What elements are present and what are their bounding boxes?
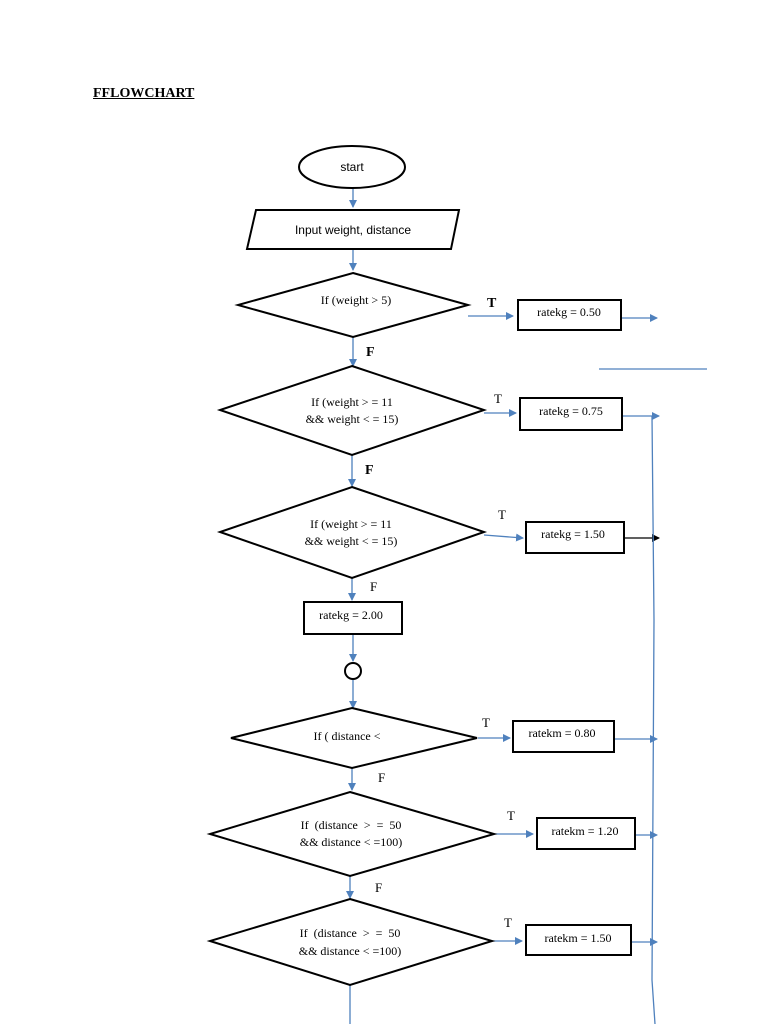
process-ratekm-120 xyxy=(536,817,636,850)
process-ratekg-150-label: ratekg = 1.50 xyxy=(541,527,605,541)
false-label-3: F xyxy=(370,579,377,594)
decision-4-text: If ( distance < xyxy=(313,729,380,743)
true-label-3: T xyxy=(498,507,506,522)
input-label: Input weight, distance xyxy=(295,223,411,237)
decision-2-line2: && weight < = 15) xyxy=(306,412,399,426)
true-label-2: T xyxy=(494,391,502,406)
input-parallelogram xyxy=(245,209,461,250)
decision-1-diamond xyxy=(234,271,472,339)
true-label-6: T xyxy=(504,915,512,930)
flow-connectors xyxy=(346,188,707,1024)
false-label-4: F xyxy=(378,770,385,785)
start-label: start xyxy=(340,160,364,174)
decision-5-line2: && distance < =100) xyxy=(300,835,403,849)
process-ratekm-080-label: ratekm = 0.80 xyxy=(528,726,595,740)
process-ratekm-080 xyxy=(512,720,615,753)
process-ratekm-150-label: ratekm = 1.50 xyxy=(544,931,611,945)
true-label-1: T xyxy=(487,296,497,311)
false-label-5: F xyxy=(375,880,382,895)
decision-6-diamond xyxy=(206,897,496,987)
process-ratekg-050-label: ratekg = 0.50 xyxy=(537,305,601,319)
decision-6-line1: If (distance > = 50 xyxy=(300,926,401,940)
decision-5-diamond xyxy=(206,790,498,878)
process-ratekm-120-label: ratekm = 1.20 xyxy=(551,824,618,838)
true-label-5: T xyxy=(507,808,515,823)
process-ratekg-075 xyxy=(519,397,623,431)
process-ratekg-075-label: ratekg = 0.75 xyxy=(539,404,603,418)
decision-2-line1: If (weight > = 11 xyxy=(311,395,393,409)
decision-2-diamond xyxy=(216,364,488,457)
process-ratekg-200-label: ratekg = 2.00 xyxy=(319,608,383,622)
decision-3-diamond xyxy=(216,485,488,580)
connector-circle xyxy=(344,662,362,680)
true-label-4: T xyxy=(482,715,490,730)
decision-6-line2: && distance < =100) xyxy=(299,944,402,958)
process-ratekg-150 xyxy=(525,521,625,554)
start-terminal xyxy=(298,145,406,189)
decision-1-text: If (weight > 5) xyxy=(321,293,391,307)
decision-3-line1: If (weight > = 11 xyxy=(310,517,392,531)
decision-5-line1: If (distance > = 50 xyxy=(301,818,402,832)
arrow-decision3-true xyxy=(483,533,524,542)
decision-3-line2: && weight < = 15) xyxy=(305,534,398,548)
false-label-2: F xyxy=(365,463,374,478)
right-collector-line xyxy=(651,415,656,1024)
page-title: FFLOWCHART xyxy=(93,86,195,101)
false-label-1: F xyxy=(366,345,375,360)
process-ratekm-150 xyxy=(525,924,632,956)
process-ratekg-200 xyxy=(303,601,403,635)
decision-4-diamond xyxy=(230,706,478,770)
process-ratekg-050 xyxy=(517,299,622,331)
